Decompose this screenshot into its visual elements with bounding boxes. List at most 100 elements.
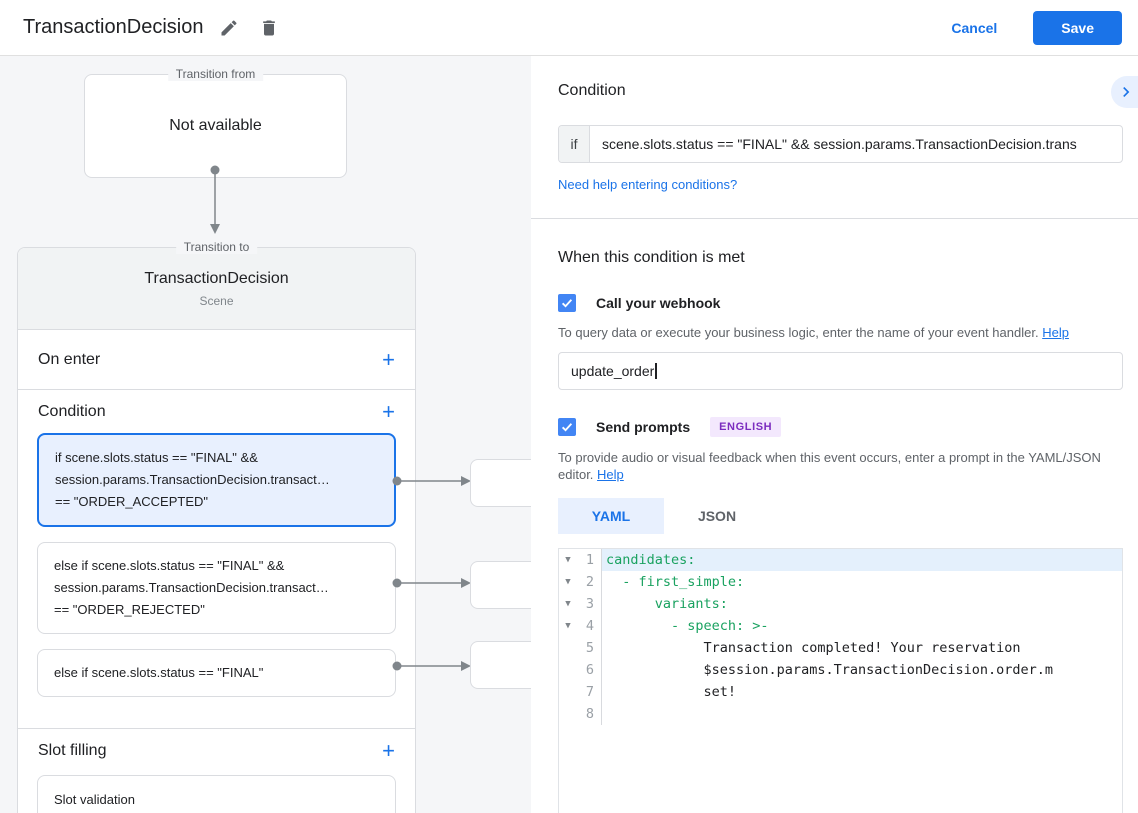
code-text: - first_simple: xyxy=(606,574,745,590)
condition-card[interactable]: else if scene.slots.status == "FINAL" &&… xyxy=(37,542,396,634)
transition-from-value: Not available xyxy=(169,117,262,134)
slot-filling-title: Slot filling xyxy=(38,742,107,759)
webhook-handler-input[interactable]: update_order xyxy=(558,352,1123,390)
code-text: $session.params.TransactionDecision.orde… xyxy=(606,662,1054,678)
transition-target-box[interactable] xyxy=(470,459,531,507)
text-caret xyxy=(655,363,657,379)
editor-line[interactable]: 7 set! xyxy=(559,681,1122,703)
line-number: 1 xyxy=(585,552,594,568)
cancel-button[interactable]: Cancel xyxy=(951,19,998,36)
line-number: 5 xyxy=(585,640,594,656)
gutter-separator xyxy=(601,703,602,725)
webhook-label: Call your webhook xyxy=(596,295,721,311)
transition-target-box[interactable] xyxy=(470,641,531,689)
language-badge: ENGLISH xyxy=(710,417,782,437)
gutter-separator xyxy=(601,593,602,615)
panel-condition-title: Condition xyxy=(558,82,626,99)
condition-card[interactable]: else if scene.slots.status == "FINAL" xyxy=(37,649,396,697)
fold-arrow-icon[interactable]: ▼ xyxy=(565,577,571,587)
editor-line[interactable]: ▼2 - first_simple: xyxy=(559,571,1122,593)
condition-card-line: == "ORDER_ACCEPTED" xyxy=(55,494,208,509)
pencil-icon xyxy=(219,18,239,38)
code-text: - speech: >- xyxy=(606,618,769,634)
condition-section-title: Condition xyxy=(38,402,106,420)
prompts-helper: To provide audio or visual feedback when… xyxy=(558,450,1101,482)
webhook-handler-value: update_order xyxy=(571,363,655,379)
on-enter-title: On enter xyxy=(38,350,101,368)
fold-arrow-icon[interactable]: ▼ xyxy=(565,555,571,565)
slot-validation-card[interactable]: Slot validation xyxy=(37,775,396,813)
condition-card-line: else if scene.slots.status == "FINAL" xyxy=(54,665,264,680)
fold-arrow-empty xyxy=(559,637,577,659)
gutter-separator xyxy=(601,549,602,571)
condition-card[interactable]: if scene.slots.status == "FINAL" && sessi… xyxy=(37,433,396,527)
section-divider xyxy=(531,218,1138,219)
editor-line[interactable]: 8 xyxy=(559,703,1122,725)
code-text: candidates: xyxy=(602,549,1122,571)
code-text xyxy=(602,703,1122,725)
trash-icon xyxy=(259,18,279,38)
webhook-checkbox[interactable] xyxy=(558,294,576,312)
webhook-helper: To query data or execute your business l… xyxy=(558,325,1039,340)
webhook-row: Call your webhook xyxy=(558,294,1123,312)
transition-target-box[interactable] xyxy=(470,561,531,609)
prompts-label: Send prompts xyxy=(596,419,691,435)
add-icon: + xyxy=(382,346,395,372)
collapse-panel-button[interactable] xyxy=(1111,76,1138,108)
fold-arrow-icon[interactable]: ▼ xyxy=(565,621,571,631)
add-condition-button[interactable]: + xyxy=(382,400,395,423)
editor-line[interactable]: 5 Transaction completed! Your reservatio… xyxy=(559,637,1122,659)
section-slot-filling: Slot filling + Slot validation xyxy=(18,729,415,813)
transition-from-box[interactable]: Transition from Not available xyxy=(84,67,347,178)
line-number: 6 xyxy=(585,662,594,678)
gutter-separator xyxy=(601,571,602,593)
page-title: TransactionDecision xyxy=(23,16,204,38)
section-condition: Condition + if scene.slots.status == "FI… xyxy=(18,390,415,729)
condition-card-line: session.params.TransactionDecision.trans… xyxy=(54,580,329,595)
tab-yaml[interactable]: YAML xyxy=(558,498,664,534)
add-icon: + xyxy=(382,738,395,763)
condition-card-line: if scene.slots.status == "FINAL" && xyxy=(55,450,258,465)
condition-card-line: session.params.TransactionDecision.trans… xyxy=(55,472,330,487)
gutter-separator xyxy=(601,615,602,637)
if-prefix-label: if xyxy=(559,126,590,162)
condition-card-line: == "ORDER_REJECTED" xyxy=(54,602,205,617)
prompts-row: Send prompts ENGLISH xyxy=(558,417,1123,437)
prompts-helper-text: To provide audio or visual feedback when… xyxy=(558,449,1123,483)
add-on-enter-button[interactable]: + xyxy=(382,346,395,372)
editor-line[interactable]: ▼ 3 variants: xyxy=(559,593,1122,615)
code-text: set! xyxy=(606,684,737,700)
code-text: Transaction completed! Your reservation xyxy=(606,640,1021,656)
delete-scene-button[interactable] xyxy=(255,14,283,42)
transition-to-label: Transition to xyxy=(175,240,258,254)
condition-card-line: else if scene.slots.status == "FINAL" && xyxy=(54,558,285,573)
prompts-checkbox[interactable] xyxy=(558,418,576,436)
editor-line[interactable]: 6 $session.params.TransactionDecision.or… xyxy=(559,659,1122,681)
scene-subtitle: Scene xyxy=(199,293,234,308)
add-slot-button[interactable]: + xyxy=(382,740,395,762)
when-met-title: When this condition is met xyxy=(558,249,745,266)
scene-header[interactable]: TransactionDecision Scene xyxy=(18,248,415,330)
chevron-right-icon xyxy=(1116,82,1138,102)
save-button[interactable]: Save xyxy=(1033,10,1122,45)
tab-json[interactable]: JSON xyxy=(664,498,770,534)
transition-from-label: Transition from xyxy=(167,67,264,81)
condition-expression-field: if scene.slots.status == "FINAL" && sess… xyxy=(558,125,1123,163)
webhook-help-link[interactable]: Help xyxy=(1042,325,1069,340)
prompts-help-link[interactable]: Help xyxy=(597,467,624,482)
line-number: 3 xyxy=(585,596,594,612)
need-help-link[interactable]: Need help entering conditions? xyxy=(558,177,738,192)
fold-arrow-icon[interactable]: ▼ xyxy=(565,599,571,609)
line-number: 4 xyxy=(585,618,594,634)
edit-scene-button[interactable] xyxy=(215,14,243,42)
check-icon xyxy=(560,296,574,310)
fold-arrow-empty xyxy=(559,681,577,703)
slot-validation-label: Slot validation xyxy=(54,791,135,807)
code-text: variants: xyxy=(606,596,728,612)
condition-expression-input[interactable]: scene.slots.status == "FINAL" && session… xyxy=(602,136,1077,152)
editor-line[interactable]: ▼ 4 - speech: >- xyxy=(559,615,1122,637)
editor-line[interactable]: ▼ 1 candidates: xyxy=(559,549,1122,571)
gutter-separator xyxy=(601,659,602,681)
top-bar: TransactionDecision Cancel Save xyxy=(0,0,1138,56)
